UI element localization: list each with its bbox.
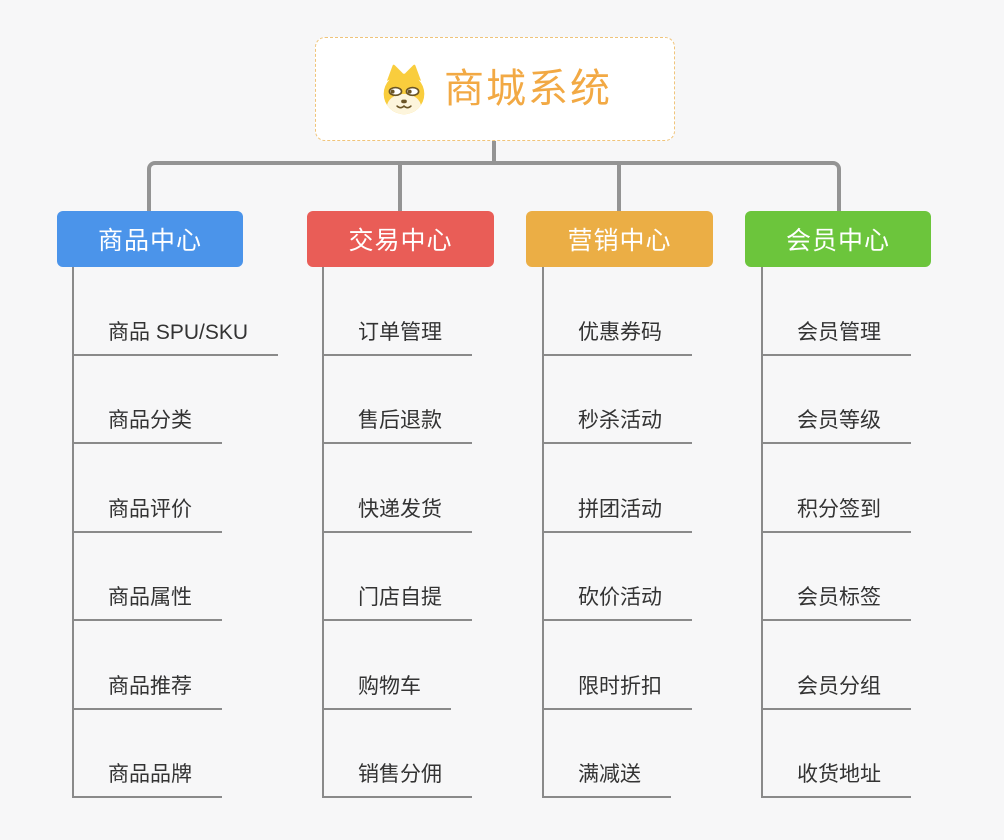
leaf-node[interactable]: 购物车: [324, 670, 451, 710]
leaf-node[interactable]: 订单管理: [324, 316, 472, 356]
leaf-node[interactable]: 门店自提: [324, 581, 472, 621]
leaf-node[interactable]: 售后退款: [324, 404, 472, 444]
connector-drop-trade: [398, 165, 402, 211]
leaf-node[interactable]: 商品属性: [74, 581, 222, 621]
leaf-node[interactable]: 商品分类: [74, 404, 222, 444]
branch-header-member[interactable]: 会员中心: [745, 211, 931, 267]
leaf-node[interactable]: 快递发货: [324, 493, 472, 533]
leaf-node[interactable]: 商品评价: [74, 493, 222, 533]
leaf-node[interactable]: 收货地址: [763, 758, 911, 798]
leaf-node[interactable]: 销售分佣: [324, 758, 472, 798]
leaf-node[interactable]: 商品 SPU/SKU: [74, 316, 279, 356]
leaf-node[interactable]: 砍价活动: [544, 581, 692, 621]
leaf-node[interactable]: 会员标签: [763, 581, 911, 621]
leaf-node[interactable]: 限时折扣: [544, 670, 692, 710]
connector-root-drop: [492, 141, 496, 163]
leaf-column-product: 商品 SPU/SKU 商品分类 商品评价 商品属性 商品推荐 商品品牌: [72, 267, 322, 798]
leaf-column-trade: 订单管理 售后退款 快递发货 门店自提 购物车 销售分佣: [322, 267, 572, 798]
leaf-column-member: 会员管理 会员等级 积分签到 会员标签 会员分组 收货地址: [761, 267, 1004, 798]
leaf-node[interactable]: 会员等级: [763, 404, 911, 444]
root-title: 商城系统: [444, 67, 612, 111]
branch-header-product[interactable]: 商品中心: [57, 211, 243, 267]
leaf-node[interactable]: 积分签到: [763, 493, 911, 533]
branch-header-trade[interactable]: 交易中心: [307, 211, 494, 267]
leaf-node[interactable]: 商品品牌: [74, 758, 222, 798]
leaf-column-marketing: 优惠券码 秒杀活动 拼团活动 砍价活动 限时折扣 满减送: [542, 267, 792, 798]
leaf-node[interactable]: 满减送: [544, 758, 671, 798]
leaf-node[interactable]: 商品推荐: [74, 670, 222, 710]
leaf-node[interactable]: 优惠券码: [544, 316, 692, 356]
dog-face-icon: [383, 64, 425, 115]
leaf-node[interactable]: 拼团活动: [544, 493, 692, 533]
leaf-node[interactable]: 会员分组: [763, 670, 911, 710]
leaf-node[interactable]: 会员管理: [763, 316, 911, 356]
branch-header-marketing[interactable]: 营销中心: [526, 211, 713, 267]
leaf-node[interactable]: 秒杀活动: [544, 404, 692, 444]
connector-drop-marketing: [617, 165, 621, 211]
connector-bus: [147, 161, 841, 211]
root-node[interactable]: 商城系统: [315, 37, 675, 141]
